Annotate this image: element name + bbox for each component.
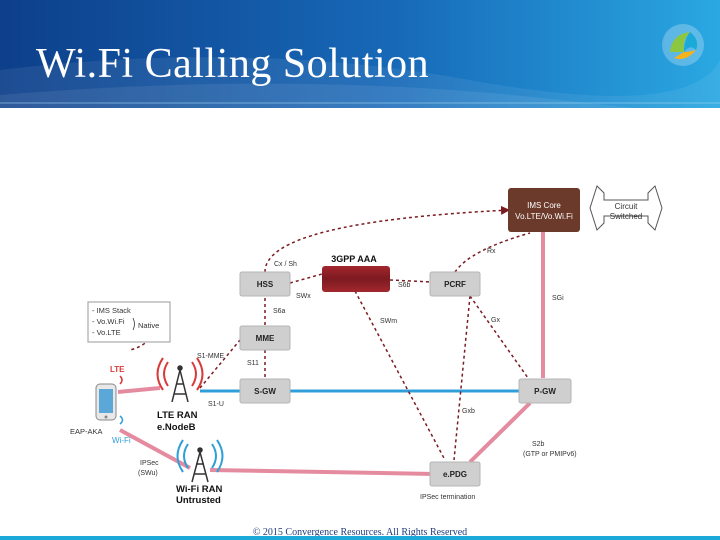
iface-ipsec-line2: (SWu) <box>138 470 158 477</box>
link-swx <box>289 273 323 284</box>
aaa-label: 3GPP AAA <box>331 254 377 264</box>
company-logo <box>662 24 704 66</box>
header-background <box>0 0 720 108</box>
circuit-switched-arrow <box>589 185 663 231</box>
wifi-ran-line1: Wi-Fi RAN <box>176 484 222 495</box>
iface-ipsec-line1: IPSec <box>140 460 159 467</box>
iface-s11: S11 <box>247 360 259 367</box>
stack-item-2: - Vo.Wi.Fi <box>92 317 125 326</box>
link-rx <box>454 232 531 273</box>
device-stack-box <box>87 301 171 343</box>
iface-gx: Gx <box>491 317 500 324</box>
stack-item-3: - Vo.LTE <box>92 328 121 337</box>
hss-box <box>239 271 291 297</box>
pgw-label: P-GW <box>534 387 556 396</box>
circuit-line2: Switched <box>610 212 642 221</box>
wifi-tower-waves <box>176 439 224 473</box>
stack-item-1: - IMS Stack <box>92 306 131 315</box>
iface-s1-mme: S1-MME <box>197 353 225 360</box>
iface-swx: SWx <box>296 293 311 300</box>
wifi-tower-icon <box>191 447 209 483</box>
iface-sgi: SGi <box>552 295 564 302</box>
link-swm <box>354 290 446 461</box>
iface-gxb: Gxb <box>462 408 475 415</box>
phone-wifi-waves <box>119 415 124 425</box>
iface-s2b-line2: (GTP or PMIPv6) <box>523 451 577 458</box>
circuit-line1: Circuit <box>615 202 638 211</box>
link-gxb <box>453 295 471 461</box>
phone-lte-waves <box>119 375 123 385</box>
phone-wifi-label: Wi-Fi <box>112 436 131 445</box>
iface-s2b-line1: S2b <box>532 441 545 448</box>
slide-footer: © 2015 Convergence Resources. All Rights… <box>252 527 468 538</box>
link-phone-lte <box>117 386 161 394</box>
native-label: Native <box>138 321 159 330</box>
sgw-label: S-GW <box>254 387 276 396</box>
link-s1-mme <box>199 339 241 389</box>
link-ipsec <box>209 468 436 476</box>
aaa-box <box>322 266 390 292</box>
iface-s1-u: S1-U <box>208 401 224 408</box>
wifi-ran-line2: Untrusted <box>176 495 221 506</box>
ims-core-box <box>508 188 580 232</box>
lte-tower-icon <box>171 365 189 403</box>
lte-ran-line1: LTE RAN <box>157 410 198 421</box>
epdg-box <box>429 461 481 487</box>
native-bracket <box>132 317 135 331</box>
link-cx-sh <box>264 205 511 273</box>
iface-s6b: S6b <box>398 282 411 289</box>
footer-bar <box>0 536 720 540</box>
epdg-label: e.PDG <box>443 470 467 479</box>
mme-box <box>239 325 291 351</box>
pgw-box <box>518 378 572 404</box>
iface-cx-sh: Cx / Sh <box>274 261 297 268</box>
phone-lte-label: LTE <box>110 365 125 374</box>
iface-swm: SWm <box>380 318 397 325</box>
lte-ran-line2: e.NodeB <box>157 422 196 433</box>
iface-ipsec-termination: IPSec termination <box>420 494 475 501</box>
phone-icon <box>95 383 117 421</box>
ims-core-line2: Vo.LTE/Vo.Wi.Fi <box>515 212 573 221</box>
pcrf-box <box>429 271 481 297</box>
lte-tower-waves <box>156 357 204 391</box>
mme-label: MME <box>256 334 275 343</box>
link-s2b <box>468 401 532 464</box>
ims-core-line1: IMS Core <box>527 201 561 210</box>
link-gx <box>469 295 529 379</box>
iface-s6a: S6a <box>273 308 286 315</box>
hss-label: HSS <box>257 280 274 289</box>
link-s6b <box>389 279 433 283</box>
iface-rx: Rx <box>487 248 496 255</box>
slide-header: Wi.Fi Calling Solution <box>0 0 720 108</box>
eap-aka-label: EAP-AKA <box>70 427 103 436</box>
pcrf-label: PCRF <box>444 280 466 289</box>
sgw-box <box>239 378 291 404</box>
slide-title: Wi.Fi Calling Solution <box>36 41 430 87</box>
